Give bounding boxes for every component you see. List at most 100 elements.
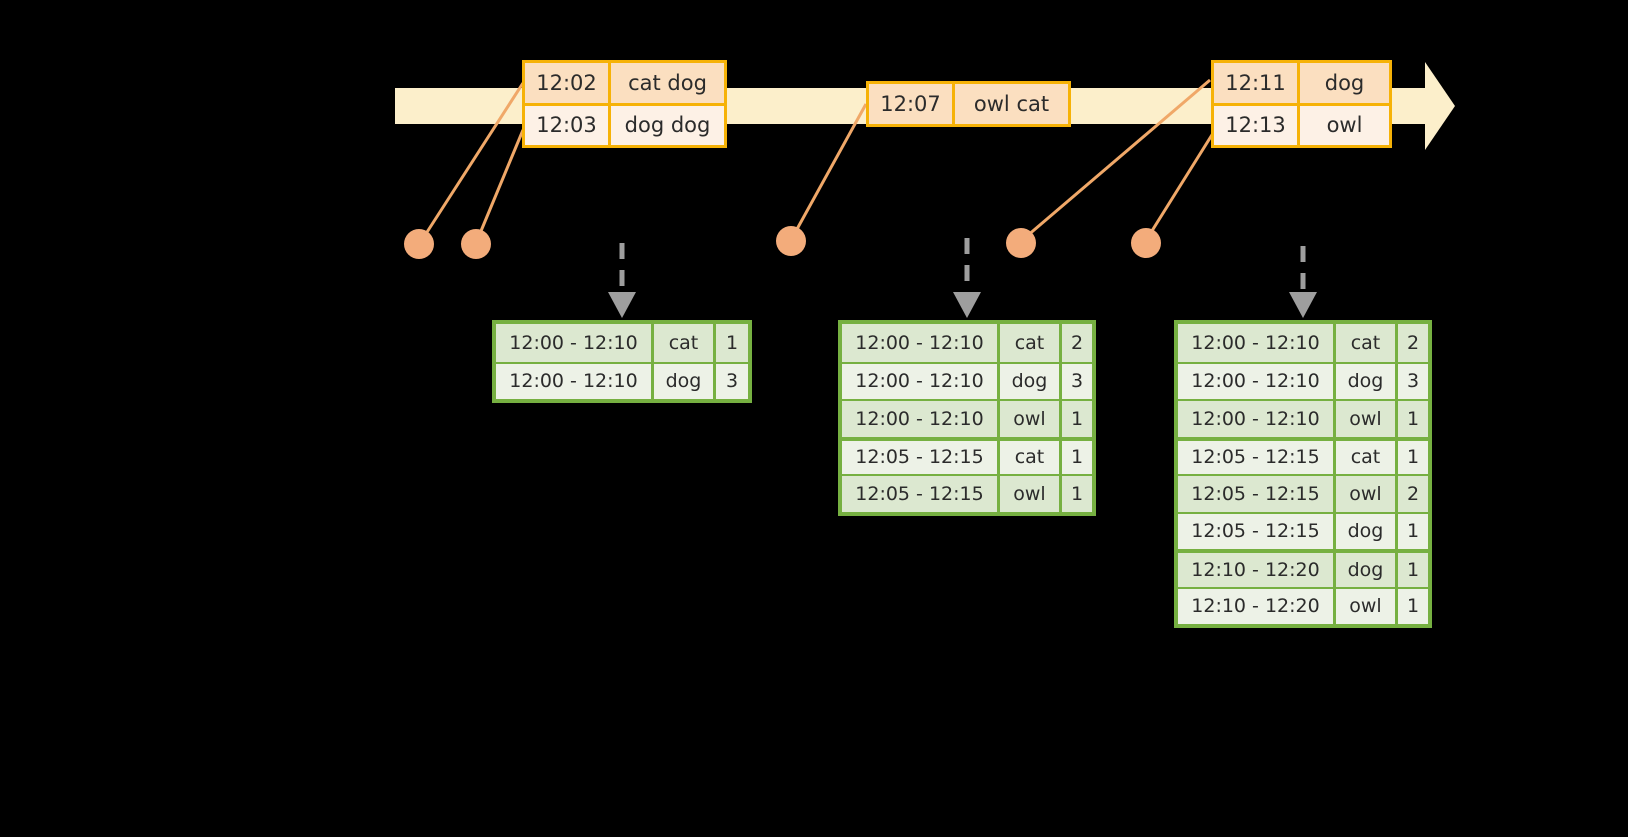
event-row[interactable]: 12:13 owl [1214,102,1389,145]
window-range-cell: 12:10 - 12:20 [1178,588,1336,624]
connector-line-4 [1019,78,1211,244]
connector-line-5 [1143,129,1217,243]
window-range-cell: 12:05 - 12:15 [1178,440,1336,474]
count-cell: 2 [1070,331,1084,354]
word-cell: owl [1000,476,1062,512]
window-range-cell: 12:00 - 12:10 [496,363,654,399]
window-range-cell: 12:05 - 12:15 [842,476,1000,512]
count-cell: 1 [1406,595,1420,618]
event-words: owl cat [973,92,1050,116]
event-row[interactable]: 12:11 dog [1214,63,1389,103]
word-cell: owl [1336,476,1398,512]
event-words: owl [1326,113,1363,138]
window-range-cell: 12:05 - 12:15 [1178,513,1336,549]
word-cell: owl [1336,588,1398,624]
event-dot-4 [1006,228,1036,258]
event-time: 12:07 [869,84,955,124]
count-cell: 2 [1406,331,1420,354]
event-words: cat dog [628,70,707,95]
word-cell: cat [654,324,716,362]
emission-arrow-head-1 [608,292,636,318]
word-cell: cat [1336,440,1398,474]
event-row[interactable]: 12:03 dog dog [525,102,724,145]
timeline-bar-tail [1420,88,1434,124]
count-cell: 3 [1406,370,1420,393]
word-cell: dog [1336,363,1398,399]
word-cell: cat [1000,440,1062,474]
connector-line-3 [789,103,868,241]
event-dot-5 [1131,228,1161,258]
window-range-cell: 12:00 - 12:10 [842,324,1000,362]
event-row[interactable]: 12:02 cat dog [525,63,724,103]
count-cell: 2 [1406,482,1420,505]
count-cell: 1 [1070,407,1084,430]
window-range-cell: 12:05 - 12:15 [1178,476,1336,512]
count-cell: 1 [1070,446,1084,469]
window-range-cell: 12:05 - 12:15 [842,440,1000,474]
count-cell: 1 [1406,407,1420,430]
emission-arrows [619,238,1306,296]
emission-arrow-head-3 [1289,292,1317,318]
window-range-cell: 12:00 - 12:10 [842,401,1000,437]
word-cell: dog [654,363,716,399]
event-row[interactable]: 12:07 owl cat [869,84,1068,124]
window-range-cell: 12:10 - 12:20 [1178,553,1336,587]
count-cell: 3 [725,370,739,393]
word-cell: owl [1336,401,1398,437]
event-words: dog [1324,70,1365,95]
event-dot-2 [461,229,491,259]
connector-lines [418,78,1217,244]
window-range-cell: 12:00 - 12:10 [496,324,654,362]
event-time: 12:11 [1214,63,1300,103]
emission-arrow-head-2 [953,292,981,318]
window-range-cell: 12:00 - 12:10 [1178,324,1336,362]
word-cell: dog [1336,553,1398,587]
count-cell: 1 [1406,520,1420,543]
event-group-3[interactable]: 12:11 dog 12:13 owl [1211,60,1392,148]
connector-line-1 [418,82,525,244]
connector-line-2 [474,129,525,244]
window-range-cell: 12:00 - 12:10 [842,363,1000,399]
count-cell: 1 [1070,482,1084,505]
count-cell: 3 [1070,370,1084,393]
event-group-1[interactable]: 12:02 cat dog 12:03 dog dog [522,60,727,148]
word-cell: dog [1000,363,1062,399]
window-range-cell: 12:00 - 12:10 [1178,401,1336,437]
event-dot-3 [776,226,806,256]
emission-arrow-heads [608,292,1317,318]
event-time: 12:02 [525,63,611,103]
count-cell: 1 [725,331,739,354]
event-dot-1 [404,229,434,259]
event-time: 12:03 [525,105,611,145]
count-cell: 1 [1406,446,1420,469]
word-cell: cat [1000,324,1062,362]
event-time: 12:13 [1214,105,1300,145]
count-cell: 1 [1406,558,1420,581]
timeline-arrow-head [1425,62,1455,150]
event-words: dog dog [624,113,711,138]
word-cell: owl [1000,401,1062,437]
event-group-2[interactable]: 12:07 owl cat [866,81,1071,127]
event-dots [404,226,1161,259]
window-range-cell: 12:00 - 12:10 [1178,363,1336,399]
word-cell: dog [1336,513,1398,549]
